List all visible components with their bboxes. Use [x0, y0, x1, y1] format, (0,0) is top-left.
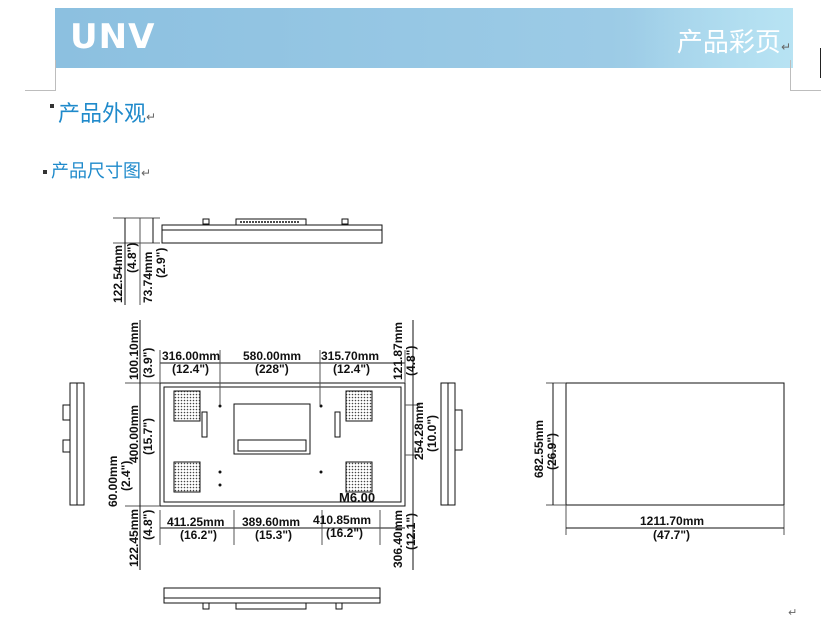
dim-front-height-mm: 682.55mm [532, 420, 546, 478]
dim-top-right-offset-mm: 121.87mm [391, 322, 405, 380]
dim-top-seg2-in: (228") [255, 362, 289, 376]
bullet-icon [43, 170, 47, 174]
dim-top-seg3-in: (12.4") [333, 362, 370, 376]
dim-left-vert-in: (15.7") [141, 418, 155, 455]
dim-front-width-mm: 1211.70mm [640, 514, 704, 528]
page-corner-mark-right [790, 60, 821, 91]
screw-spec: M6.00 [339, 490, 375, 505]
dim-bot-seg1-in: (16.2") [180, 528, 217, 542]
dim-side-total-in: (4.8") [125, 243, 139, 273]
page-margin-line [820, 48, 821, 78]
heading-product-appearance: 产品外观↵ [50, 100, 156, 132]
banner-right-tint [633, 8, 793, 68]
dim-front-width-in: (47.7") [653, 528, 690, 542]
brand-logo: UNV [70, 17, 156, 57]
dim-bot-seg2-mm: 389.60mm [242, 515, 300, 529]
dim-left-small-mm: 60.00mm [106, 456, 120, 507]
bottom-profile-view [163, 587, 381, 610]
left-side-view [62, 382, 85, 506]
dim-top-left-offset-in: (3.9") [141, 348, 155, 378]
bullet-icon [50, 104, 54, 108]
heading-dimension-drawing: 产品尺寸图↵ [43, 160, 151, 185]
dim-bot-seg1-mm: 411.25mm [167, 515, 224, 529]
dim-top-right-offset-in: (4.8") [404, 346, 418, 376]
dim-bottom-right-offset-in: (12.1") [404, 513, 418, 550]
back-view [159, 382, 406, 507]
section-title: 产品彩页↵ [677, 28, 791, 62]
dim-top-left-offset-mm: 100.10mm [127, 322, 141, 380]
dim-bot-seg3-mm: 410.85mm [313, 513, 371, 527]
paragraph-mark-icon: ↵ [788, 606, 798, 619]
dim-right-vert-mm: 254.28mm [412, 402, 426, 460]
dim-top-seg1-mm: 316.00mm [162, 349, 220, 363]
dim-bottom-left-offset-in: (4.8") [141, 510, 155, 540]
paragraph-mark-icon: ↵ [146, 110, 157, 124]
header-banner [55, 8, 793, 68]
dim-side-total-mm: 122.54mm [111, 245, 125, 303]
right-side-view [440, 382, 463, 506]
heading-product-appearance-text: 产品外观 [58, 102, 147, 127]
paragraph-mark-icon: ↵ [141, 166, 152, 180]
dim-bot-seg3-in: (16.2") [326, 526, 363, 540]
dim-left-vert-mm: 400.00mm [127, 405, 141, 463]
paragraph-mark-icon: ↵ [780, 40, 791, 54]
dim-bottom-left-offset-mm: 122.45mm [127, 509, 141, 567]
dim-side-body-in: (2.9") [154, 248, 168, 278]
top-profile-view [161, 218, 383, 244]
dim-top-seg1-in: (12.4") [172, 362, 209, 376]
dim-top-seg2-mm: 580.00mm [243, 349, 301, 363]
dim-front-height-in: (26.9") [545, 433, 559, 470]
dim-bot-seg2-in: (15.3") [255, 528, 292, 542]
dim-right-vert-in: (10.0") [425, 415, 439, 452]
dim-left-small-in: (2.4") [119, 461, 133, 491]
front-view [546, 382, 785, 535]
page-corner-mark-left [25, 60, 56, 91]
heading-dimension-drawing-text: 产品尺寸图 [51, 161, 141, 182]
section-title-text: 产品彩页 [676, 28, 781, 58]
dim-side-body-mm: 73.74mm [141, 252, 155, 303]
dim-top-seg3-mm: 315.70mm [321, 349, 379, 363]
dim-bottom-right-offset-mm: 306.40mm [391, 510, 405, 568]
